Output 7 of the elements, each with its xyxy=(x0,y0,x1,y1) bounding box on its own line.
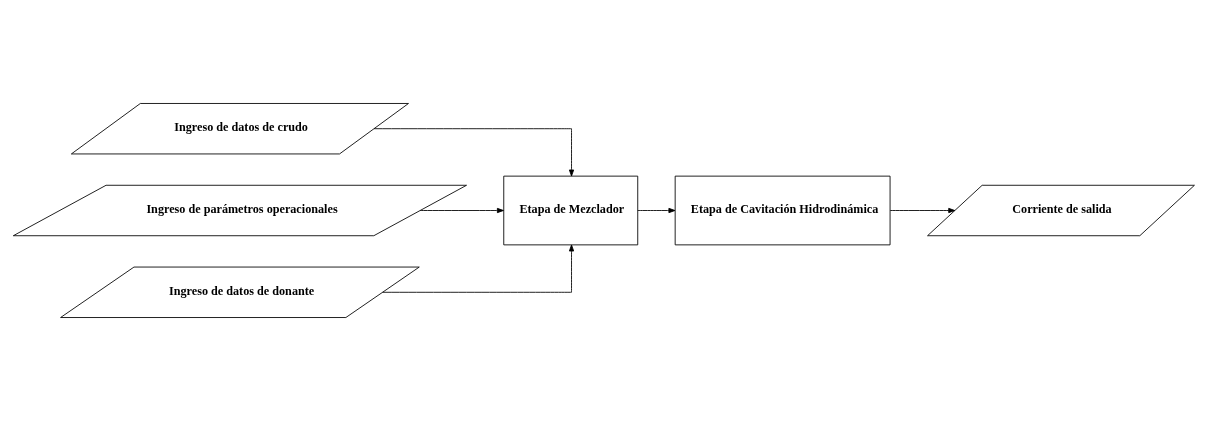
arrow xyxy=(889,207,956,214)
arrow xyxy=(382,244,575,293)
node-box: Etapa de Mezclador xyxy=(503,175,639,246)
node-box: Etapa de Cavitación Hidrodinámica xyxy=(674,175,891,246)
arrow xyxy=(637,207,676,214)
arrow xyxy=(419,207,504,214)
arrow xyxy=(373,128,575,177)
